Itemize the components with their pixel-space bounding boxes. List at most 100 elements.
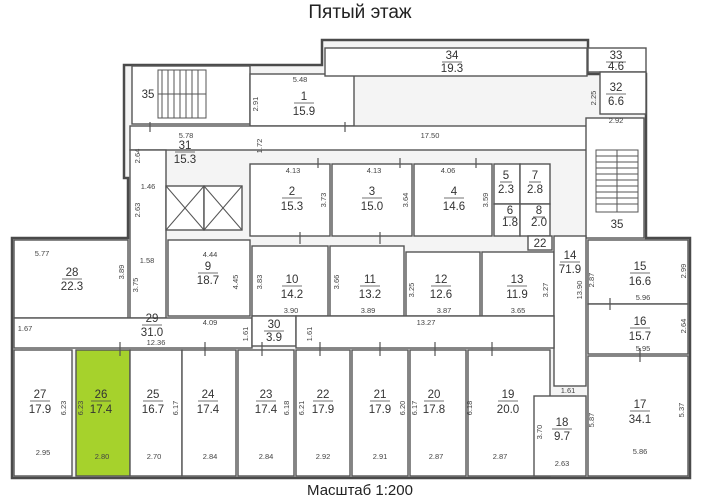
room-14[interactable] [553, 235, 587, 387]
room-7[interactable] [519, 163, 551, 205]
room-area-30: 3.9 [266, 332, 282, 344]
room-4[interactable] [413, 163, 493, 237]
room-label-33: 33 [610, 50, 623, 62]
page-title: Пятый этаж [308, 2, 412, 23]
dimension-labels: 5.48 2.91 5.78 17.50 2.64 1.72 1.46 2.63… [18, 75, 688, 468]
room-label-27: 27 [34, 389, 47, 401]
dim-label: 1.58 [140, 256, 155, 265]
room-6[interactable] [493, 203, 521, 237]
dim-label: 12.36 [147, 338, 166, 347]
room-area-6: 1.8 [502, 217, 518, 229]
room-area-23: 17.4 [255, 404, 278, 416]
dim-label: 4.13 [286, 166, 301, 175]
dim-label: 2.63 [555, 459, 570, 468]
room-label-20: 20 [428, 389, 441, 401]
dim-label: 1.61 [241, 327, 250, 342]
room-18[interactable] [533, 395, 587, 477]
room-label-29: 29 [146, 313, 159, 325]
room-area-29: 31.0 [141, 327, 163, 339]
room-35-top[interactable] [131, 65, 251, 125]
room-22-small[interactable] [527, 235, 553, 251]
room-3[interactable] [331, 163, 413, 237]
room-13[interactable] [481, 251, 555, 317]
corridor-31[interactable] [129, 125, 589, 151]
room-35-right[interactable] [585, 117, 645, 239]
room-area-8: 2.0 [531, 217, 547, 229]
stairwell-left [157, 69, 207, 119]
room-2[interactable] [249, 163, 331, 237]
room-area-24: 17.4 [197, 404, 220, 416]
room-area-18: 9.7 [554, 431, 570, 443]
room-15[interactable] [587, 239, 689, 305]
room-label-4: 4 [451, 186, 458, 198]
room-24[interactable] [181, 349, 237, 477]
scale-label: Масштаб 1:200 [307, 482, 413, 499]
room-12[interactable] [405, 251, 481, 317]
room-20[interactable] [409, 349, 467, 477]
room-16[interactable] [587, 303, 689, 355]
room-label-16: 16 [634, 316, 647, 328]
room-area-14: 71.9 [559, 264, 581, 276]
dim-label: 2.25 [589, 91, 598, 106]
room-area-9: 18.7 [197, 275, 219, 287]
room-label-35-right: 35 [611, 219, 624, 231]
dim-label: 5.37 [677, 403, 686, 418]
room-17[interactable] [587, 355, 689, 477]
room-area-33: 4.6 [608, 61, 624, 73]
dim-label: 2.92 [609, 116, 624, 125]
dim-label: 3.70 [535, 425, 544, 440]
room-area-13: 11.9 [506, 289, 528, 301]
dim-label: 3.89 [361, 306, 376, 315]
dim-label: 1.61 [561, 386, 576, 395]
dim-label: 2.63 [133, 203, 142, 218]
room-label-11: 11 [364, 274, 376, 286]
room-label-10: 10 [286, 274, 299, 286]
dim-label: 3.89 [117, 265, 126, 280]
room-22[interactable] [295, 349, 351, 477]
room-label-3: 3 [369, 186, 375, 198]
dim-label: 2.84 [203, 452, 218, 461]
room-label-26: 26 [95, 389, 108, 401]
room-area-16: 15.7 [629, 331, 651, 343]
dim-label: 2.95 [36, 448, 51, 457]
room-33[interactable] [587, 47, 647, 73]
room-label-18: 18 [556, 417, 569, 429]
dim-label: 3.66 [332, 275, 341, 290]
room-9[interactable] [167, 239, 251, 317]
dim-label: 6.23 [76, 401, 85, 416]
room-area-11: 13.2 [359, 289, 381, 301]
room-11[interactable] [329, 245, 405, 317]
room-5[interactable] [493, 163, 521, 205]
room-label-13: 13 [511, 274, 524, 286]
room-label-8: 8 [536, 205, 542, 217]
room-27[interactable] [13, 349, 73, 477]
room-area-5: 2.3 [498, 184, 514, 196]
dim-label: 2.64 [133, 149, 142, 164]
room-label-30: 30 [268, 319, 281, 331]
room-1[interactable] [249, 73, 355, 127]
room-area-34: 19.3 [441, 63, 463, 75]
dim-label: 5.86 [633, 447, 648, 456]
room-25[interactable] [129, 349, 183, 477]
room-area-15: 16.6 [629, 276, 651, 288]
room-label-6: 6 [507, 205, 513, 217]
room-area-21: 17.9 [369, 404, 391, 416]
room-area-2: 15.3 [281, 201, 303, 213]
room-area-1: 15.9 [293, 106, 315, 118]
dim-label: 5.95 [636, 344, 651, 353]
dim-label: 1.67 [18, 324, 33, 333]
room-32[interactable] [599, 71, 647, 115]
dim-label: 2.99 [679, 264, 688, 279]
dim-label: 5.87 [587, 413, 596, 428]
dim-label: 2.80 [95, 452, 110, 461]
corridor-left [129, 149, 167, 319]
dim-label: 3.90 [284, 306, 299, 315]
room-area-19: 20.0 [497, 404, 519, 416]
dim-label: 3.25 [407, 283, 416, 298]
room-29[interactable] [13, 317, 253, 349]
room-23[interactable] [237, 349, 295, 477]
room-21[interactable] [351, 349, 409, 477]
room-26[interactable] [75, 349, 131, 477]
room-area-7: 2.8 [527, 184, 543, 196]
room-10[interactable] [251, 245, 329, 317]
